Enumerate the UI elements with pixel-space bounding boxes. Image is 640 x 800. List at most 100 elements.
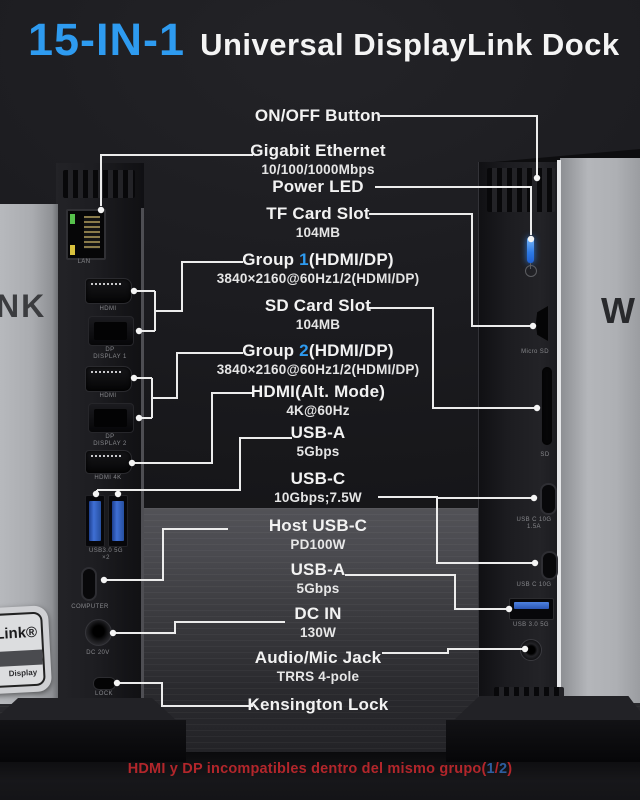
usb-a-port-left-1 bbox=[85, 495, 105, 547]
callout-usb-c: USB-C 10Gbps;7.5W bbox=[140, 469, 496, 507]
callout-gigabit-ethernet: Gigabit Ethernet 10/100/1000Mbps bbox=[140, 141, 496, 179]
dp-port-group2-label: DP DISPLAY 2 bbox=[93, 434, 127, 447]
displaylink-badge-inner: yLink® Display bbox=[0, 611, 46, 691]
group-prefix: Group bbox=[242, 341, 300, 360]
callout-sd-card-slot: SD Card Slot 104MB bbox=[140, 296, 496, 334]
callout-sub: 5Gbps bbox=[296, 444, 340, 459]
power-led bbox=[527, 237, 534, 263]
hdmi-alt-mode-port bbox=[85, 450, 132, 474]
callout-title: HDMI(Alt. Mode) bbox=[250, 382, 386, 401]
ethernet-port-label: LAN bbox=[77, 259, 91, 265]
group-number: 1 bbox=[299, 250, 309, 269]
callout-title: Kensington Lock bbox=[247, 695, 389, 714]
micro-sd-slot-label: Micro SD bbox=[521, 349, 549, 355]
callout-sub: 104MB bbox=[295, 317, 341, 332]
dp-port-group1-label: DP DISPLAY 1 bbox=[93, 347, 127, 360]
ethernet-led-yellow bbox=[70, 245, 75, 255]
power-icon bbox=[525, 263, 537, 277]
audio-mic-jack bbox=[520, 639, 542, 661]
kensington-lock-slot bbox=[93, 677, 116, 690]
hdmi-port-group1 bbox=[85, 278, 132, 304]
callout-power-led: Power LED bbox=[140, 177, 496, 196]
dc-in-jack bbox=[85, 619, 112, 646]
callout-title: USB-A bbox=[290, 423, 346, 442]
group-rest: (HDMI/DP) bbox=[308, 250, 394, 269]
callout-title: DC IN bbox=[294, 604, 342, 623]
footnote-close: ) bbox=[507, 761, 513, 777]
title-badge-15-in-1: 15-IN-1 bbox=[28, 14, 186, 65]
host-usb-c-port bbox=[81, 567, 97, 601]
callout-on-off-button: ON/OFF Button bbox=[140, 106, 496, 125]
right-dock-top-vents bbox=[487, 168, 555, 212]
callout-title: Gigabit Ethernet bbox=[250, 141, 386, 160]
right-dock-side-panel bbox=[560, 158, 640, 703]
usb-a-port-right-label: USB 3.0 5G bbox=[512, 622, 549, 628]
callout-sub: 3840×2160@60Hz1/2(HDMI/DP) bbox=[216, 362, 420, 377]
footnote-group-2: 2 bbox=[498, 761, 508, 777]
callout-sub: TRRS 4-pole bbox=[276, 669, 360, 684]
usb-c-port-right-1 bbox=[540, 483, 557, 515]
dp-port-group2 bbox=[88, 403, 134, 433]
callout-title: Power LED bbox=[272, 177, 364, 196]
usb-c-port-right-2 bbox=[541, 551, 558, 580]
callout-hdmi-alt-mode: HDMI(Alt. Mode) 4K@60Hz bbox=[140, 382, 496, 420]
callout-kensington-lock: Kensington Lock bbox=[140, 695, 496, 714]
sd-card-slot bbox=[542, 367, 552, 445]
callout-group-1: Group 1(HDMI/DP) 3840×2160@60Hz1/2(HDMI/… bbox=[140, 250, 496, 288]
ethernet-led-green bbox=[70, 214, 75, 224]
ethernet-port bbox=[66, 209, 106, 260]
callout-sub: 130W bbox=[299, 625, 337, 640]
dc-in-label: DC 20V bbox=[86, 650, 110, 656]
callout-title: SD Card Slot bbox=[264, 296, 372, 315]
callout-sub: 3840×2160@60Hz1/2(HDMI/DP) bbox=[216, 271, 420, 286]
callout-host-usb-c: Host USB-C PD100W bbox=[140, 516, 496, 554]
right-stand-top bbox=[452, 696, 640, 722]
group-rest: (HDMI/DP) bbox=[308, 341, 394, 360]
usb-a-port-right bbox=[509, 598, 554, 620]
usb-a-ports-left-label: USB3.0 5G ×2 bbox=[89, 548, 123, 561]
ethernet-pins bbox=[84, 216, 100, 249]
kensington-lock-label: LOCK bbox=[95, 691, 113, 697]
left-dock-top-vents bbox=[63, 170, 135, 198]
callout-labels: ON/OFF Button Gigabit Ethernet 10/100/10… bbox=[140, 0, 496, 800]
hdmi-port-group2-label: HDMI bbox=[99, 393, 117, 399]
right-dock-edge-highlight bbox=[557, 160, 561, 703]
hdmi-port-group1-label: HDMI bbox=[99, 306, 117, 312]
callout-usb-a-1: USB-A 5Gbps bbox=[140, 423, 496, 461]
host-indicator-hole bbox=[101, 579, 104, 582]
right-stand-front bbox=[446, 720, 640, 762]
sd-card-slot-label: SD bbox=[540, 452, 550, 458]
callout-title: Group 2(HDMI/DP) bbox=[140, 341, 496, 360]
callout-title: ON/OFF Button bbox=[254, 106, 382, 125]
callout-sub: PD100W bbox=[290, 537, 346, 552]
callout-title: Audio/Mic Jack bbox=[254, 648, 382, 667]
callout-sub: 104MB bbox=[295, 225, 341, 240]
callout-group-2: Group 2(HDMI/DP) 3840×2160@60Hz1/2(HDMI/… bbox=[140, 341, 496, 379]
callout-usb-a-2: USB-A 5Gbps bbox=[140, 560, 496, 598]
title-main-text: Universal DisplayLink Dock bbox=[200, 27, 620, 62]
page-title: 15-IN-1 Universal DisplayLink Dock bbox=[28, 14, 620, 66]
callout-sub: 4K@60Hz bbox=[286, 403, 350, 418]
callout-sub: 10Gbps;7.5W bbox=[274, 490, 362, 505]
dp-port-group1 bbox=[88, 316, 134, 346]
left-stand-front bbox=[0, 720, 186, 762]
footnote-slash: / bbox=[494, 761, 499, 777]
footnote-group-1: 1 bbox=[486, 761, 495, 777]
group-prefix: Group bbox=[242, 250, 300, 269]
callout-tf-card-slot: TF Card Slot 104MB bbox=[140, 204, 496, 242]
callout-audio-mic-jack: Audio/Mic Jack TRRS 4-pole bbox=[140, 648, 496, 686]
left-dock-brand-text: NK bbox=[0, 288, 47, 324]
callout-dc-in: DC IN 130W bbox=[140, 604, 496, 642]
micro-sd-slot bbox=[536, 306, 548, 341]
usb-c-port-right-1-label: USB C 10G 1.5A bbox=[516, 517, 552, 530]
callout-title: USB-C bbox=[290, 469, 346, 488]
displaylink-badge: yLink® Display bbox=[0, 605, 53, 697]
callout-title: USB-A bbox=[290, 560, 346, 579]
displaylink-badge-text: yLink® bbox=[0, 623, 38, 644]
callout-title: Host USB-C bbox=[268, 516, 368, 535]
callout-sub: 10/100/1000Mbps bbox=[261, 162, 375, 177]
host-usb-c-port-label: COMPUTER bbox=[71, 604, 109, 610]
hdmi-port-group2 bbox=[85, 366, 132, 392]
displaylink-badge-subtext: Display bbox=[8, 667, 38, 679]
